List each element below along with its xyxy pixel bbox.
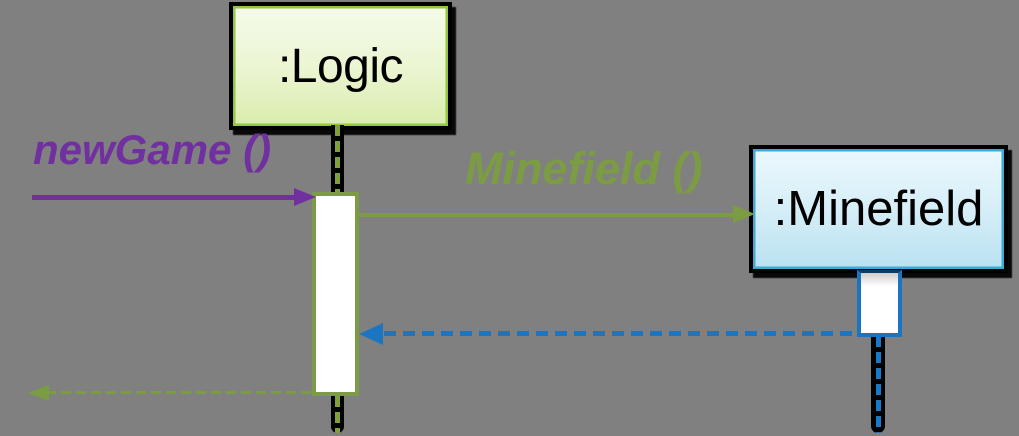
- lifeline-logic-lower-dashes: [335, 396, 340, 433]
- actor-box-minefield: :Minefield: [749, 145, 1008, 273]
- actor-label-logic: :Logic: [277, 39, 404, 93]
- arrowhead-minefield-call: [733, 205, 755, 223]
- activation-bar-minefield: [857, 270, 902, 337]
- message-line-minefield-call: [359, 212, 735, 217]
- message-line-return-newgame: [46, 391, 313, 394]
- message-label-minefield-call: Minefield (): [465, 143, 703, 194]
- arrowhead-newgame: [294, 188, 316, 206]
- message-line-return-minefield: [384, 331, 858, 336]
- lifeline-minefield-dashes: [875, 336, 881, 433]
- lifeline-logic-lower: [331, 396, 344, 433]
- lifeline-logic-upper: [331, 125, 344, 192]
- arrowhead-return-newgame: [28, 385, 49, 401]
- activation-bar-logic: [312, 192, 359, 396]
- lifeline-minefield: [871, 336, 885, 433]
- actor-box-logic: :Logic: [229, 2, 452, 130]
- message-label-newgame: newGame (): [33, 126, 272, 173]
- activation-bar-minefield-shadow: [861, 273, 898, 286]
- lifeline-logic-upper-dashes: [335, 125, 340, 192]
- arrowhead-return-minefield: [359, 323, 383, 345]
- actor-label-minefield: :Minefield: [773, 182, 984, 236]
- message-line-newgame: [32, 195, 296, 200]
